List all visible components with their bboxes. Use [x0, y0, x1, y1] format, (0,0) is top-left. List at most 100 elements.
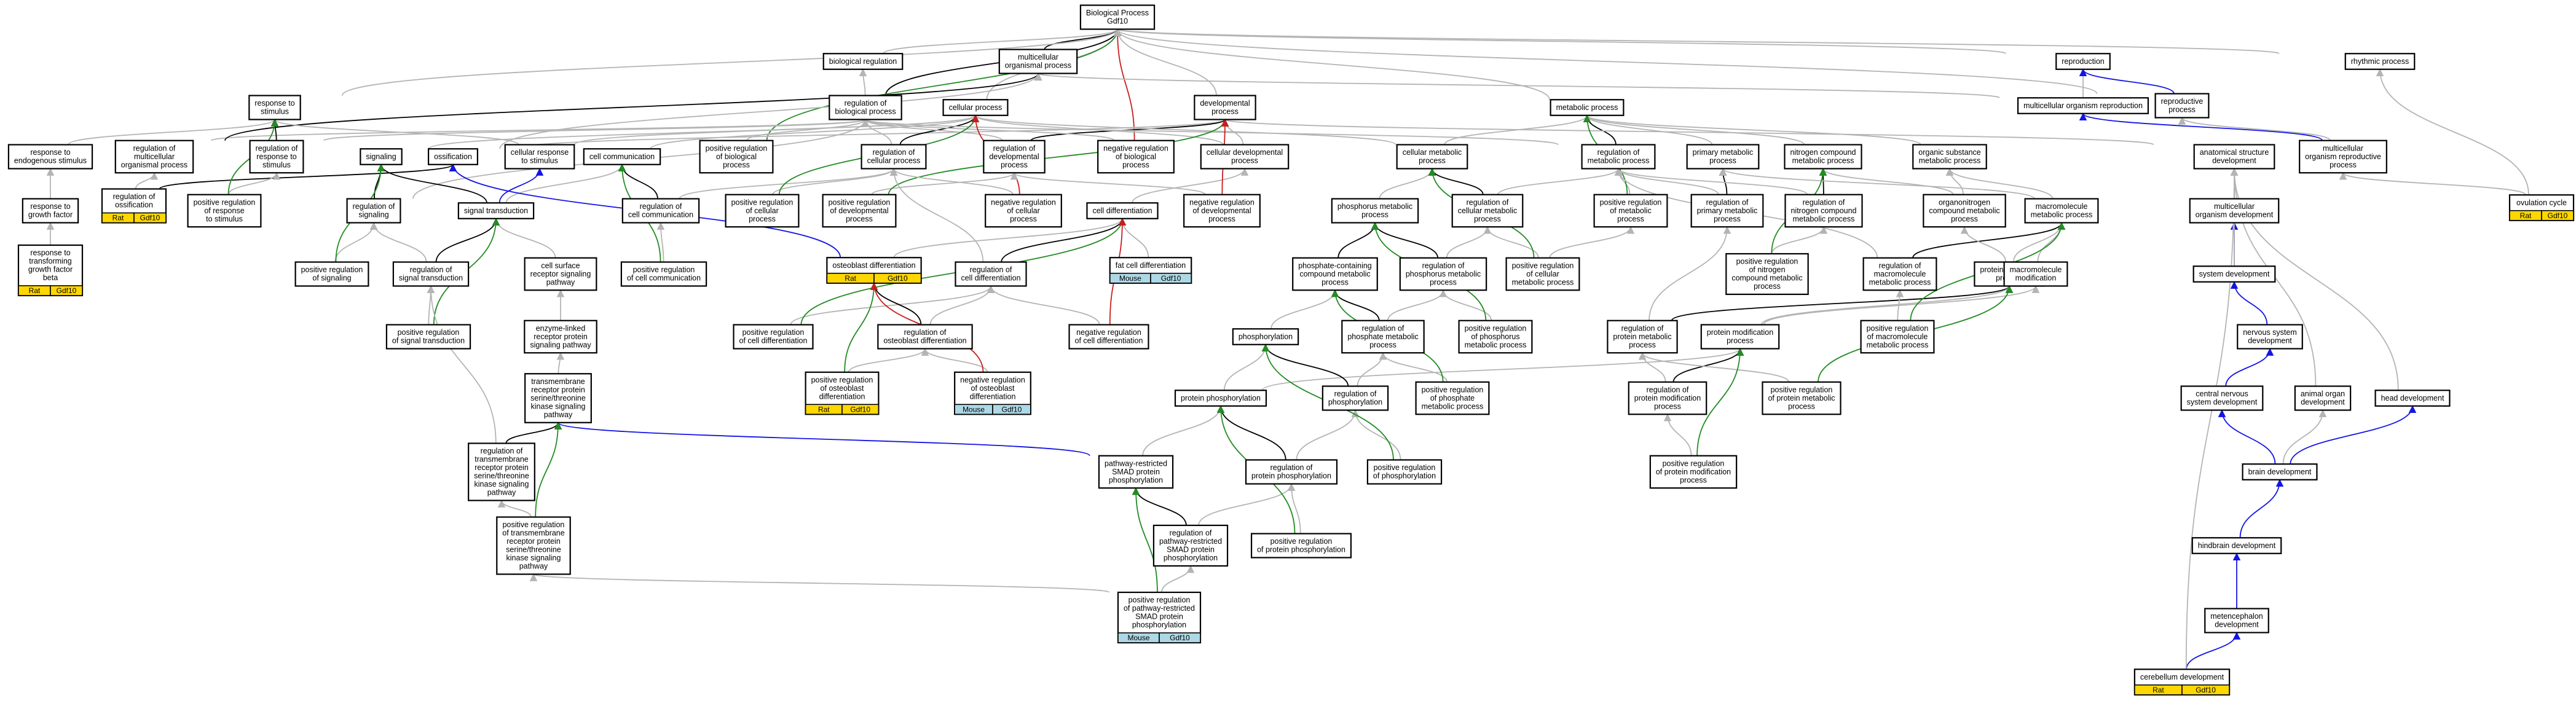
go-term-node[interactable]: signal transduction: [457, 202, 535, 219]
go-term-node[interactable]: metabolic process: [1550, 99, 1625, 116]
go-term-node[interactable]: brain development: [2242, 463, 2318, 480]
go-term-node[interactable]: signaling: [360, 148, 403, 165]
go-term-node[interactable]: biological regulation: [822, 53, 904, 70]
go-term-node[interactable]: cell communication: [583, 148, 661, 165]
go-term-node[interactable]: ossification: [427, 148, 479, 165]
go-term-node[interactable]: rhythmic process: [2344, 53, 2416, 70]
go-term-node[interactable]: protein phosphorylation: [1174, 390, 1267, 407]
go-term-node[interactable]: hindbrain development: [2191, 537, 2282, 554]
go-term-node[interactable]: cellular process: [942, 99, 1009, 116]
go-term-node[interactable]: cell differentiation: [1086, 202, 1159, 219]
go-term-node[interactable]: phosphorylation: [1232, 328, 1299, 345]
go-term-node[interactable]: head development: [2374, 390, 2451, 407]
go-term-node[interactable]: system development: [2192, 265, 2276, 283]
go-term-node[interactable]: multicellular organism reproduction: [2017, 97, 2149, 114]
go-term-node[interactable]: reproduction: [2055, 53, 2111, 70]
